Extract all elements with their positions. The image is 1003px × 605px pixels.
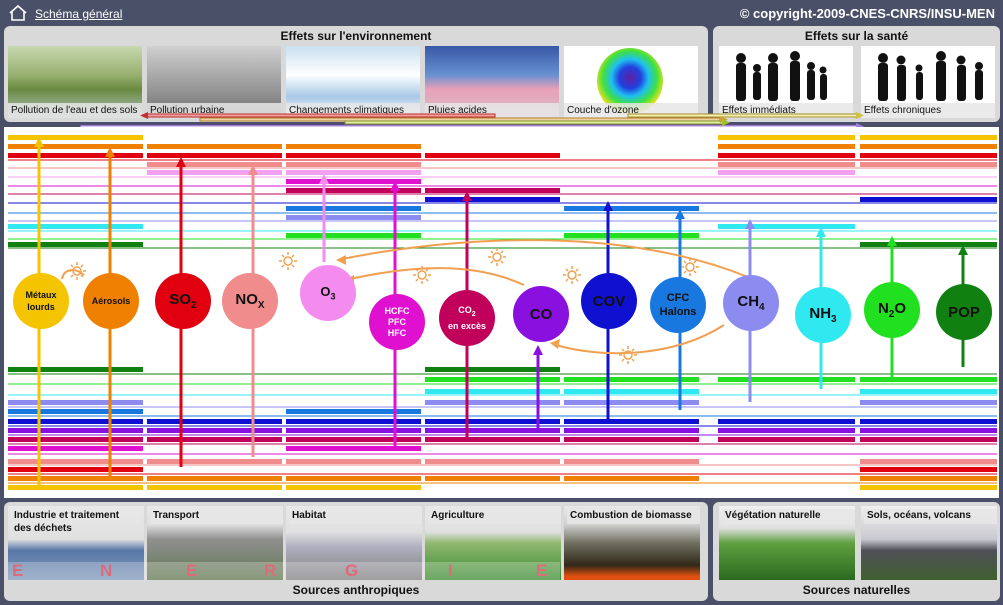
source-label: Combustion de biomasse bbox=[567, 509, 700, 524]
pollutant-label: NO bbox=[235, 291, 258, 308]
effect-water-soil-pollution[interactable]: Pollution de l'eau et des sols bbox=[8, 46, 142, 118]
pollutant-label: HFC bbox=[387, 327, 407, 338]
pollutant-label: Métaux bbox=[25, 290, 57, 300]
source-label: Transport bbox=[150, 509, 283, 524]
anthropic-sources-title: Sources anthropiques bbox=[292, 583, 420, 597]
pollutant-lines bbox=[8, 135, 997, 490]
pollutant-label: SO bbox=[169, 291, 192, 308]
source-label: Industrie et traitement des déchets bbox=[11, 509, 139, 534]
effect-urban-pollution[interactable]: Pollution urbaine bbox=[147, 46, 281, 118]
pollutant-heavy-metals[interactable]: Métaux lourds bbox=[13, 273, 69, 329]
source-label: Habitat bbox=[289, 509, 422, 524]
pollutant-label: O bbox=[320, 284, 331, 300]
pollutant-so2[interactable]: SO2 bbox=[155, 273, 211, 329]
pollutant-label: NH bbox=[809, 305, 832, 322]
pollutant-nh3[interactable]: NH3 bbox=[795, 287, 851, 343]
walking-people-icon bbox=[878, 51, 983, 101]
effect-label: Pollution urbaine bbox=[147, 103, 281, 118]
pollutant-label: HCFC bbox=[384, 305, 410, 316]
pollutant-label: POP bbox=[948, 303, 980, 321]
effect-acid-rain[interactable]: Pluies acides bbox=[425, 46, 559, 118]
copyright-text: © copyright-2009-CNES-CNRS/INSU-MEN bbox=[739, 6, 995, 21]
effect-label: Pluies acides bbox=[425, 103, 559, 118]
natural-sources-title: Sources naturelles bbox=[802, 583, 911, 597]
source-agriculture[interactable]: Agriculture bbox=[425, 506, 561, 580]
energy-letter: N bbox=[100, 561, 113, 580]
energy-letter: G bbox=[345, 561, 359, 580]
home-icon[interactable] bbox=[8, 4, 28, 22]
pollutant-subscript: 2 bbox=[471, 310, 476, 318]
energy-letter: I bbox=[448, 561, 453, 580]
energy-letter: R bbox=[264, 561, 277, 580]
source-soils-oceans-volcanoes[interactable]: Sols, océans, volcans bbox=[861, 506, 997, 580]
pollutant-subscript: X bbox=[257, 300, 265, 311]
pollutant-label: lourds bbox=[27, 302, 55, 312]
effect-label: Effets chroniques bbox=[861, 103, 995, 118]
source-label: Végétation naturelle bbox=[722, 509, 855, 524]
pollutant-pop[interactable]: POP bbox=[936, 284, 992, 340]
pollutant-subscript: 3 bbox=[330, 291, 336, 302]
source-housing[interactable]: Habitat bbox=[286, 506, 422, 580]
effect-ozone-layer[interactable]: Couche d'ozone bbox=[564, 46, 698, 118]
effect-label: Pollution de l'eau et des sols bbox=[8, 103, 142, 118]
effect-climate-change[interactable]: Changements climatiques bbox=[286, 46, 420, 118]
thin-lines-top bbox=[8, 159, 997, 249]
pollutant-label: CFC bbox=[666, 292, 690, 304]
pollutant-nox[interactable]: NOX bbox=[222, 273, 278, 329]
source-biomass-burning[interactable]: Combustion de biomasse bbox=[564, 506, 700, 580]
pollutant-cfc-halons[interactable]: CFC Halons bbox=[650, 277, 706, 333]
source-transport[interactable]: Transport bbox=[147, 506, 283, 580]
bottom-bars bbox=[8, 367, 997, 490]
top-bar: Schéma général © copyright-2009-CNES-CNR… bbox=[0, 0, 1003, 26]
pollutant-label: Halons bbox=[659, 306, 697, 318]
pollutant-subscript: 4 bbox=[759, 302, 765, 313]
energy-letter: E bbox=[12, 561, 24, 580]
pollutant-label: N bbox=[877, 300, 889, 317]
people-silhouettes-icon bbox=[736, 51, 827, 101]
source-natural-vegetation[interactable]: Végétation naturelle bbox=[719, 506, 855, 580]
pollutant-label: CH bbox=[737, 293, 760, 310]
top-bars bbox=[8, 135, 997, 247]
pollutant-ch4[interactable]: CH4 bbox=[723, 275, 779, 331]
effect-chronic[interactable]: Effets chroniques bbox=[861, 46, 995, 118]
pollutant-subscript: 3 bbox=[831, 314, 837, 325]
source-industry[interactable]: Industrie et traitement des déchets bbox=[8, 506, 144, 580]
energy-letter: E bbox=[186, 561, 198, 580]
thin-lines-bottom bbox=[8, 373, 997, 484]
energy-letter: E bbox=[536, 561, 548, 580]
pollutant-cov[interactable]: COV bbox=[581, 273, 637, 329]
vertical-arrows bbox=[37, 145, 965, 487]
pollutant-label: CO bbox=[529, 305, 553, 323]
source-label: Agriculture bbox=[428, 509, 561, 524]
arrow-heads bbox=[34, 137, 968, 355]
source-label: Sols, océans, volcans bbox=[864, 509, 997, 524]
pollutant-label: CO bbox=[458, 304, 472, 315]
effect-label: Changements climatiques bbox=[286, 103, 420, 118]
pollutant-label: COV bbox=[592, 292, 626, 310]
effect-label: Couche d'ozone bbox=[564, 103, 698, 118]
pollutant-o3[interactable]: O3 bbox=[300, 265, 356, 321]
pollutant-co2-excess[interactable]: CO2 en excès bbox=[439, 290, 495, 346]
pollutant-subscript: 2 bbox=[191, 300, 197, 311]
sunlight-icons bbox=[68, 248, 699, 364]
pollutant-label: O bbox=[894, 300, 907, 317]
pollutant-label: PFC bbox=[388, 316, 406, 327]
schema-general-link[interactable]: Schéma général bbox=[35, 7, 123, 21]
effect-label: Effets immédiats bbox=[719, 103, 853, 118]
pollutant-subscript: 2 bbox=[888, 309, 895, 320]
pollutant-label: Aérosols bbox=[91, 296, 131, 306]
pollutant-label: en excès bbox=[447, 321, 487, 332]
pollutant-aerosols[interactable]: Aérosols bbox=[83, 273, 139, 329]
pollutant-co[interactable]: CO bbox=[513, 286, 569, 342]
energy-banner bbox=[8, 562, 560, 580]
environment-effects-title: Effets sur l'environnement bbox=[280, 29, 432, 43]
pollutant-n2o[interactable]: N2O bbox=[864, 282, 920, 338]
effect-immediate[interactable]: Effets immédiats bbox=[719, 46, 853, 118]
health-effects-title: Effets sur la santé bbox=[804, 29, 909, 43]
